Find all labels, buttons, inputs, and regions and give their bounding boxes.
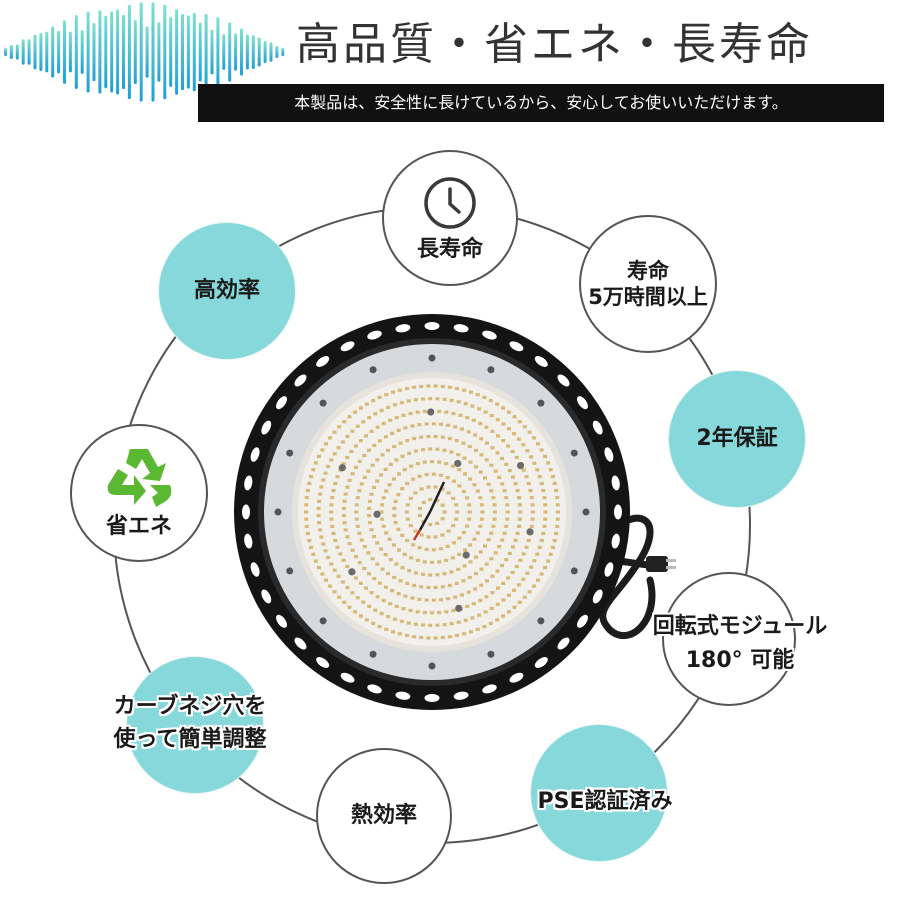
- subtitle-bar: 本製品は、安全性に長けているから、安心してお使いいただけます。: [198, 84, 884, 122]
- sound-wave-graphic: [4, 2, 285, 102]
- feature-energy-saving: 省エネ: [70, 424, 208, 562]
- feature-high-efficiency: 高効率: [158, 222, 296, 360]
- feature-thermal-efficiency: 熱効率: [316, 748, 452, 884]
- feature-rotating-module: 回転式モジュール 180° 可能: [620, 610, 860, 678]
- feature-lifespan: 寿命 5万時間以上: [579, 215, 717, 353]
- clock-icon: [424, 177, 476, 229]
- warranty-label: 2年保証: [696, 426, 778, 452]
- led-board: [298, 378, 566, 646]
- feature-curve-screw-bg: [126, 656, 264, 794]
- lifespan-label-2: 5万時間以上: [588, 285, 708, 309]
- recycle-icon: [107, 449, 172, 508]
- thermal-efficiency-label: 熱効率: [350, 803, 417, 829]
- feature-curve-screw: カーブネジ穴を 使って簡単調整: [80, 690, 300, 756]
- feature-pse: PSE認証済み: [510, 783, 700, 815]
- curve-screw-label-2: 使って簡単調整: [113, 727, 267, 752]
- feature-pse-bg: [530, 724, 668, 862]
- pse-label: PSE認証済み: [537, 789, 673, 814]
- curve-screw-label-1: カーブネジ穴を: [113, 694, 267, 719]
- lifespan-label-1: 寿命: [627, 258, 669, 283]
- high-efficiency-label: 高効率: [193, 278, 260, 304]
- power-plug: [646, 556, 668, 572]
- feature-warranty: 2年保証: [668, 370, 806, 508]
- energy-saving-label: 省エネ: [105, 514, 172, 540]
- rotating-label-1: 回転式モジュール: [652, 614, 828, 639]
- subtitle-text: 本製品は、安全性に長けているから、安心してお使いいただけます。: [294, 93, 788, 112]
- feature-long-life: 長寿命: [382, 150, 518, 286]
- feature-rotating-module-bg: [662, 572, 796, 706]
- page-title: 高品質・省エネ・長寿命: [296, 19, 813, 70]
- long-life-label: 長寿命: [416, 237, 483, 263]
- rotating-label-2: 180° 可能: [685, 648, 795, 674]
- center-wires: [418, 481, 446, 531]
